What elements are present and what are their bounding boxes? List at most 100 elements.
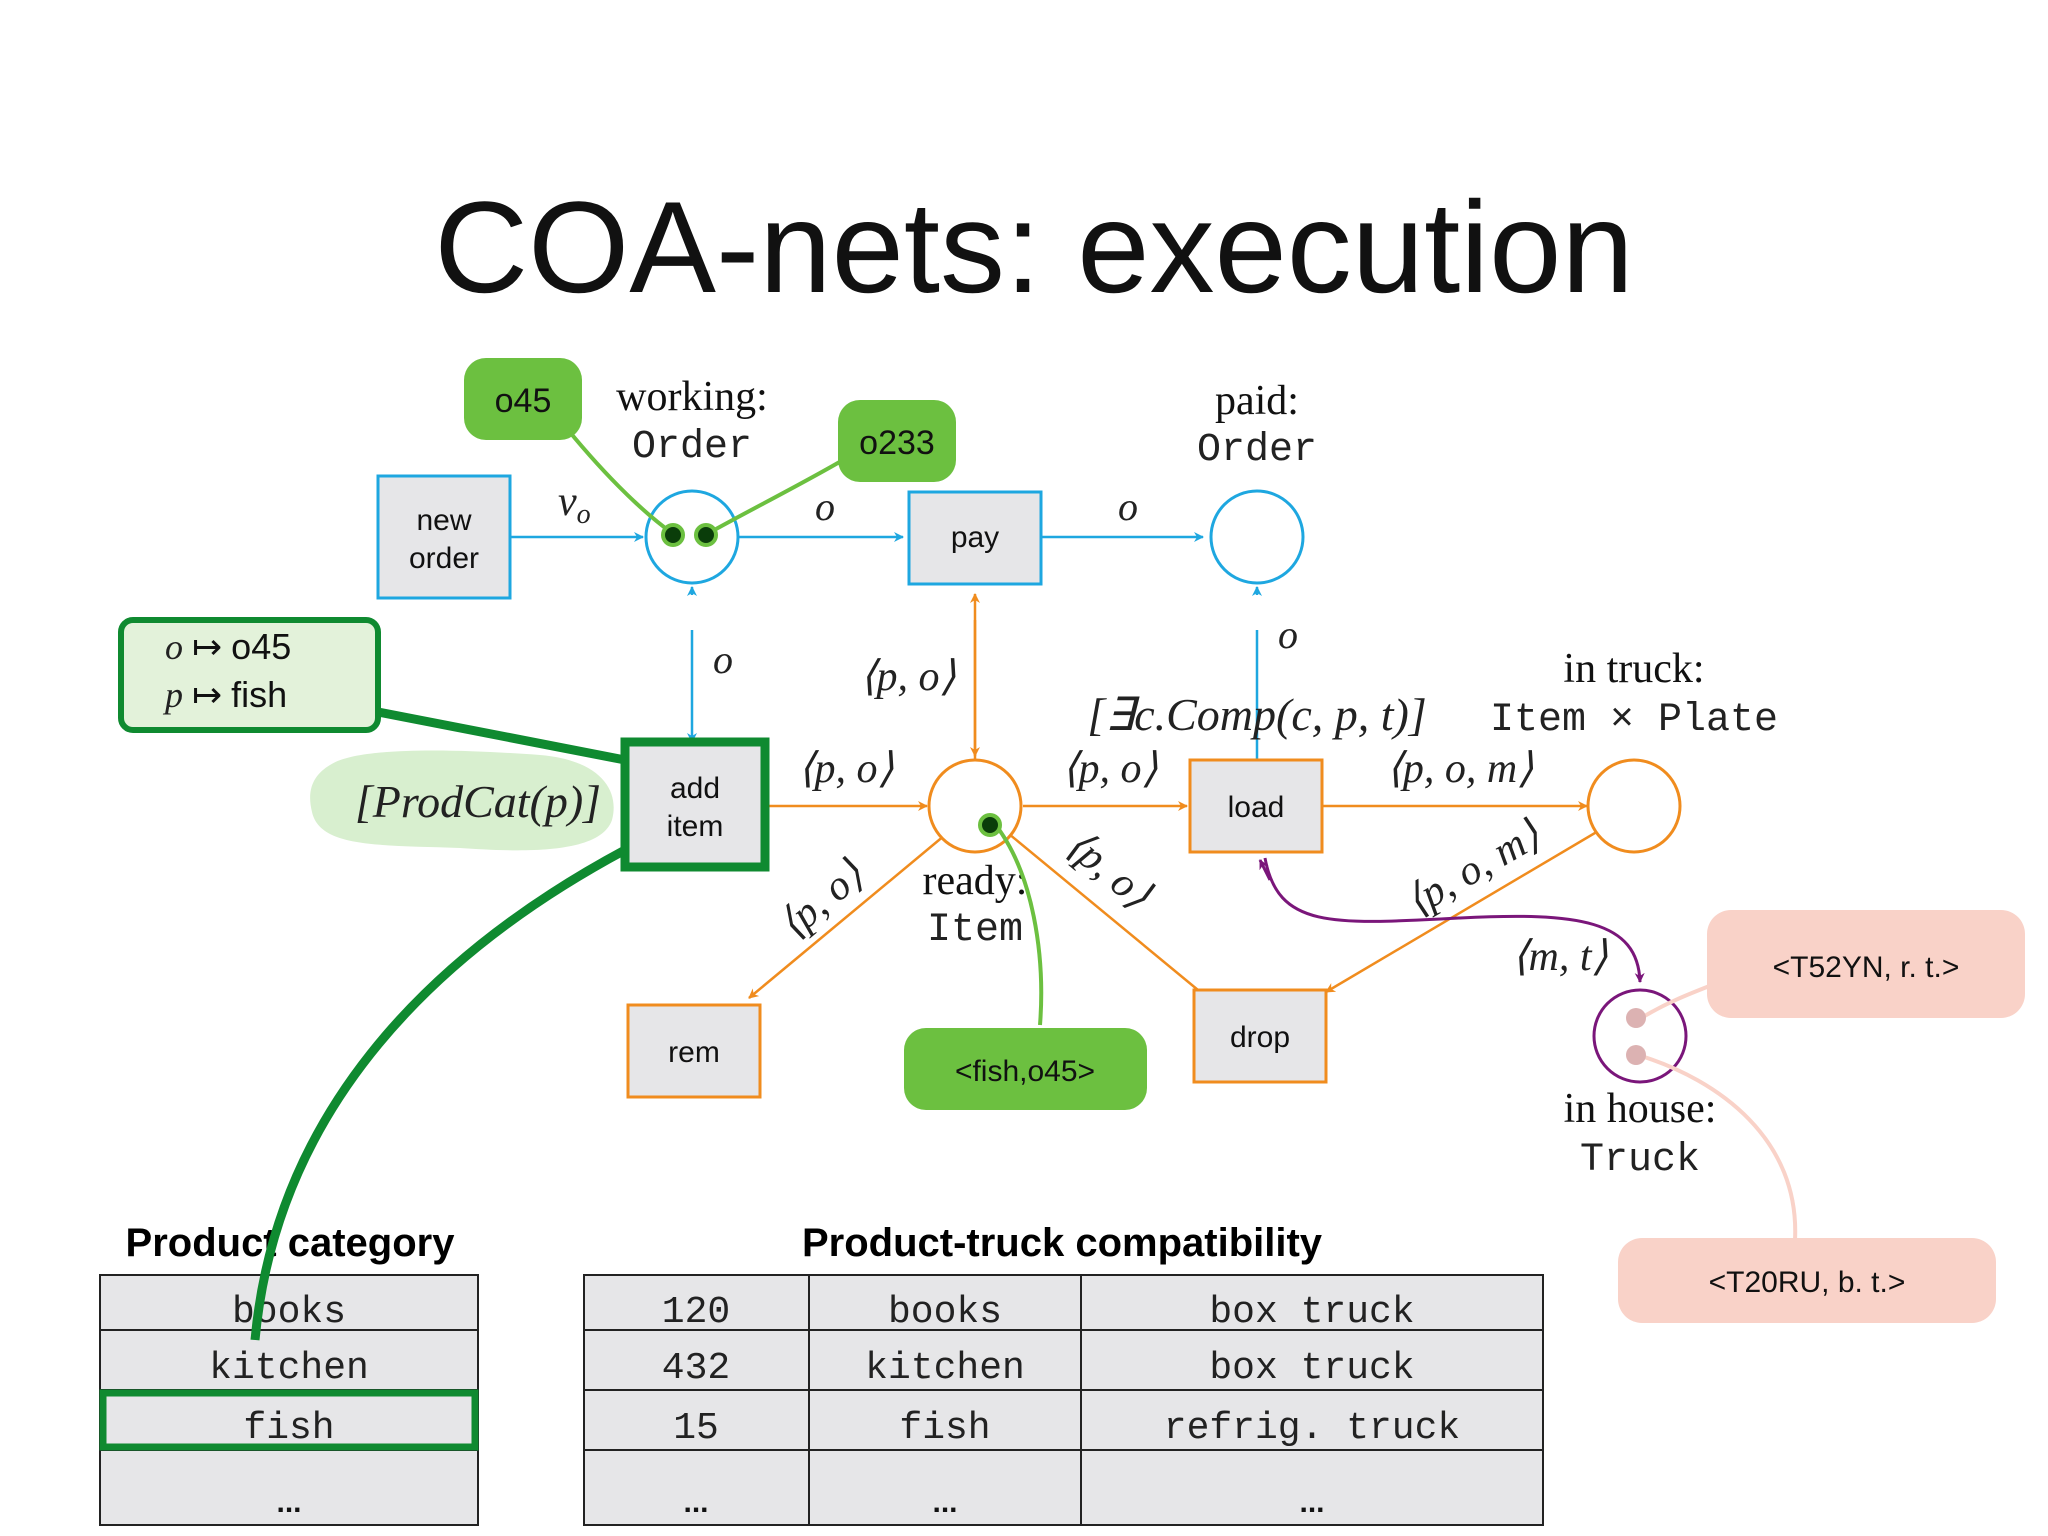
binding-p-var: p: [162, 675, 183, 715]
transition-new-order-line1: new: [416, 504, 471, 537]
binding-o-line: o ↦ o45: [165, 626, 291, 667]
compat-r1-c1: kitchen: [865, 1347, 1025, 1390]
pc-row-1: kitchen: [209, 1347, 369, 1390]
pc-row-2: fish: [243, 1407, 334, 1450]
binding-p-value: fish: [231, 674, 287, 715]
place-in-truck-name: in truck:: [1563, 646, 1704, 692]
place-working-type: Order: [632, 425, 752, 470]
binding-p-line: p ↦ fish: [162, 674, 287, 715]
compat-r3-c2: ...: [1299, 1486, 1324, 1519]
compat-r2-c1: fish: [899, 1407, 990, 1450]
label-po-add: ⟨p, o⟩: [798, 746, 894, 792]
transitions: new order pay add item load rem drop: [376, 474, 1328, 1099]
transition-rem-label: rem: [668, 1036, 720, 1069]
transition-add-item-line2: item: [667, 810, 724, 843]
transition-load: [1188, 758, 1324, 854]
leader-t20ru: [1637, 1053, 1798, 1241]
compat-r3-c0: ...: [683, 1486, 708, 1519]
binding-o-var: o: [165, 627, 183, 667]
compat-r0-c1: books: [888, 1291, 1002, 1334]
guard-additem: [ProdCat(p)]: [355, 776, 601, 827]
place-in-house: [1592, 988, 1688, 1084]
transition-new-order: [376, 474, 512, 600]
transition-add-item: [620, 737, 770, 872]
token-leaders: [558, 418, 1044, 1026]
orange-arcs: [748, 593, 1601, 999]
token-o45-label: o45: [495, 382, 552, 420]
place-in-house-type: Truck: [1580, 1138, 1700, 1183]
transition-pay-label: pay: [951, 521, 999, 554]
green-tokens: [661, 523, 1002, 837]
label-nu-symbol: ν: [558, 479, 577, 525]
label-po-drop: ⟨p, o⟩: [1057, 822, 1160, 919]
place-ready: [927, 758, 1023, 854]
compat-r0-c0: 120: [662, 1291, 730, 1334]
label-nu: νo: [558, 479, 591, 530]
compatibility-heading: Product-truck compatibility: [802, 1221, 1323, 1265]
arc-truck-drop: [1325, 828, 1601, 994]
token-fish-o45-label: <fish,o45>: [955, 1055, 1095, 1088]
transition-load-label: load: [1228, 791, 1285, 824]
compatibility-table: 120 books box truck 432 kitchen box truc…: [583, 1274, 1544, 1526]
transition-add-item-line1: add: [670, 772, 720, 805]
arc-drop-ready: [1002, 828, 1199, 991]
token-dot-o45: [661, 523, 685, 547]
leader-fish-o45: [988, 816, 1044, 1026]
place-paid-type: Order: [1197, 428, 1317, 473]
place-paid: [1209, 489, 1305, 585]
guard-additem-cloud: [310, 750, 614, 851]
place-working-name: working:: [616, 374, 768, 420]
place-paid-name: paid:: [1215, 378, 1299, 424]
pc-row-0: books: [232, 1291, 346, 1334]
token-o233-label: o233: [859, 424, 935, 462]
binding-p-arrow: ↦: [183, 675, 231, 715]
guard-additem-group: [ProdCat(p)]: [310, 750, 614, 851]
product-category-heading: Product category: [126, 1221, 456, 1265]
binding-o-value: o45: [231, 626, 291, 667]
leader-o45: [558, 418, 674, 535]
label-o-working-pay: o: [815, 484, 835, 529]
binding-annotation: o ↦ o45 p ↦ fish: [118, 617, 626, 765]
label-mt: ⟨m, t⟩: [1512, 934, 1608, 980]
label-o-pay-paid: o: [1118, 484, 1138, 529]
compat-r0-c2: box truck: [1209, 1291, 1414, 1334]
pc-highlight-fish: [99, 1389, 479, 1451]
arc-load-inhouse: [1263, 857, 1645, 983]
guard-load: [∃c.Comp(c, p, t)]: [1087, 689, 1427, 740]
arc-inhouse-load-head: [1258, 859, 1272, 881]
pc-cell-0: [99, 1274, 479, 1331]
token-fish-o45-bubble: [904, 1028, 1147, 1110]
token-dot-o233: [694, 523, 718, 547]
product-category-table: books kitchen fish ...: [99, 1274, 479, 1526]
place-in-truck-type: Item × Plate: [1490, 698, 1778, 743]
label-po-load: ⟨p, o⟩: [1062, 746, 1158, 792]
token-dot-t52yn: [1626, 1008, 1646, 1028]
transition-drop: [1192, 988, 1328, 1084]
token-t52yn-label: <T52YN, r. t.>: [1773, 951, 1960, 984]
label-pom-drop: ⟨p, o, m⟩: [1398, 812, 1548, 925]
page-title: COA-nets: execution: [434, 174, 1633, 320]
place-in-house-name: in house:: [1564, 1086, 1717, 1132]
arc-ready-rem: [748, 829, 952, 999]
pc-row-3: ...: [276, 1486, 301, 1519]
compat-r3-c1: ...: [932, 1486, 957, 1519]
label-o-working-add: o: [713, 637, 733, 682]
place-working: [644, 489, 740, 585]
token-o233-bubble: [838, 400, 956, 482]
transition-pay: [907, 490, 1043, 586]
place-ready-type: Item: [927, 908, 1023, 953]
transition-rem: [626, 1003, 762, 1099]
token-t52yn-bubble: [1707, 910, 2025, 1018]
binding-box: [118, 617, 381, 733]
binding-connector: [377, 707, 626, 765]
compat-r2-c2: refrig. truck: [1164, 1407, 1460, 1450]
compat-r1-c2: box truck: [1209, 1347, 1414, 1390]
label-nu-sub: o: [577, 499, 591, 530]
place-ready-name: ready:: [923, 858, 1028, 904]
purple-arcs: [1258, 857, 1645, 983]
token-dot-t20ru: [1626, 1045, 1646, 1065]
token-t20ru-label: <T20RU, b. t.>: [1709, 1266, 1906, 1299]
label-o-paid-load: o: [1278, 612, 1298, 657]
compat-r2-c0: 15: [673, 1407, 719, 1450]
